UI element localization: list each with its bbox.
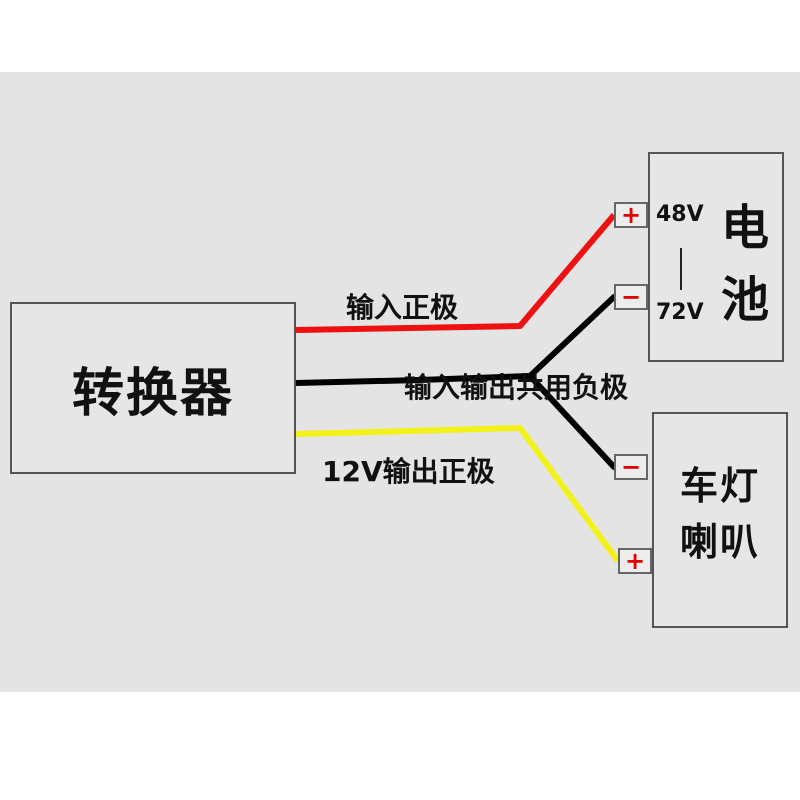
label-common-negative: 输入输出共用负极 [404, 371, 629, 404]
load-positive-terminal: + [618, 548, 652, 574]
battery-negative-terminal: − [614, 284, 648, 310]
label-output-positive: 12V输出正极 [322, 455, 495, 488]
load-label-line1: 车灯 [679, 464, 760, 508]
battery-label-line2: 池 [720, 272, 769, 328]
battery-voltage-high: 48V [656, 202, 704, 227]
voltage-range-separator [680, 248, 682, 290]
wire-negative-to-load [527, 373, 617, 470]
load-label: 车灯 喇叭 [654, 458, 786, 570]
wire-common-negative [295, 373, 531, 386]
load-box: 车灯 喇叭 [652, 412, 788, 628]
wire-output-positive [295, 425, 621, 563]
converter-box: 转换器 [10, 302, 296, 474]
label-input-positive: 输入正极 [346, 291, 459, 324]
battery-box: 48V 72V 电 池 [648, 152, 784, 362]
battery-label-line1: 电 [720, 200, 769, 256]
load-negative-terminal: − [614, 454, 648, 480]
wire-input-positive [295, 213, 617, 333]
battery-positive-terminal: + [614, 202, 648, 228]
converter-label: 转换器 [71, 363, 234, 424]
load-label-line2: 喇叭 [679, 520, 760, 564]
wire-negative-to-battery [527, 294, 617, 379]
battery-voltage-low: 72V [656, 300, 704, 325]
battery-label: 电 池 [710, 192, 780, 336]
